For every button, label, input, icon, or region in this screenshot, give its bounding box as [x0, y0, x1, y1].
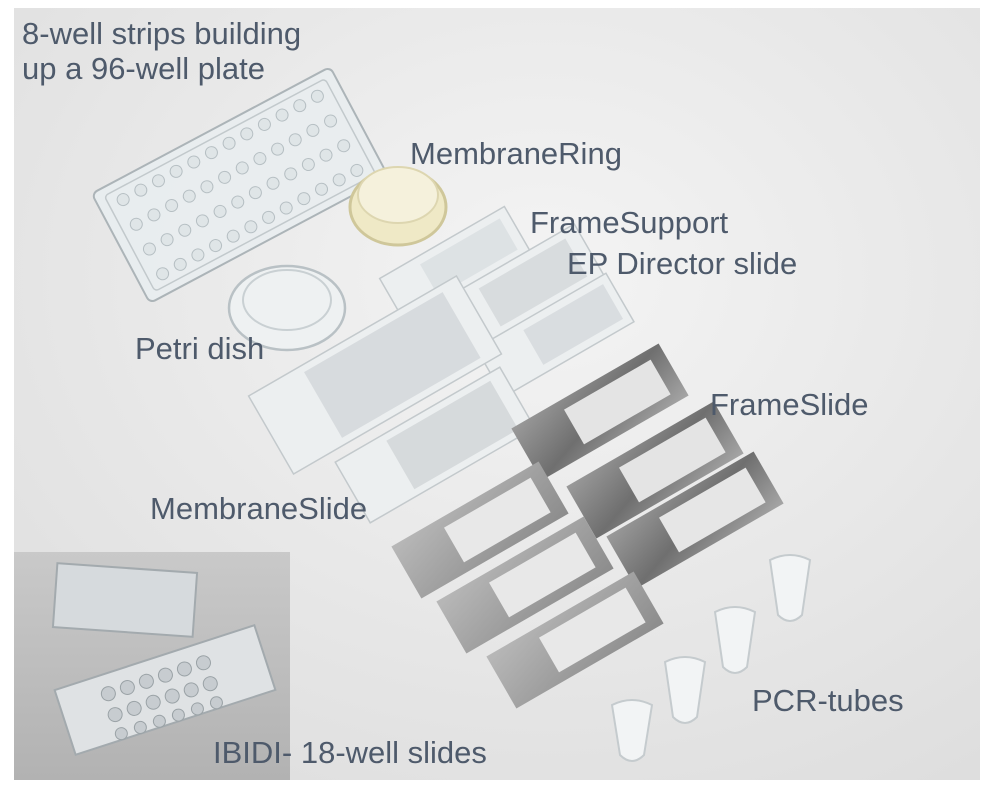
- membrane-ring: [348, 166, 448, 247]
- ibidi-inset-photo: [14, 552, 290, 780]
- label-8-well-strips: 8-well strips building up a 96-well plat…: [22, 16, 302, 86]
- glass-slides: [247, 205, 635, 524]
- petri-dish: [227, 264, 347, 352]
- label-ep-director-slide: EP Director slide: [567, 246, 798, 281]
- metal-frame-slides: [391, 343, 784, 709]
- label-membrane-ring: MembraneRing: [410, 136, 622, 171]
- label-frame-slide: FrameSlide: [710, 387, 869, 422]
- pcr-tubes: [610, 554, 812, 762]
- label-membrane-slide: MembraneSlide: [150, 491, 368, 526]
- label-ibidi-slides: IBIDI- 18-well slides: [213, 735, 487, 770]
- label-8-well-strips-line1: 8-well strips building: [22, 16, 302, 51]
- label-8-well-strips-line2: up a 96-well plate: [22, 50, 265, 86]
- label-pcr-tubes: PCR-tubes: [752, 683, 904, 718]
- 96-well-plate: [92, 67, 388, 303]
- label-frame-support: FrameSupport: [530, 205, 729, 240]
- label-petri-dish: Petri dish: [135, 331, 265, 366]
